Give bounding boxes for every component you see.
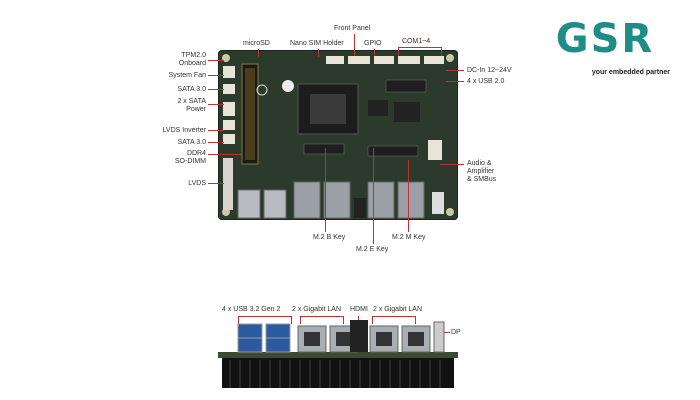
label-front-panel: Front Panel <box>334 25 371 32</box>
label-gigabit-lan-2: 2 x Gigabit LAN <box>373 306 423 313</box>
label-gigabit-lan-1: 2 x Gigabit LAN <box>292 306 342 313</box>
label-lvds-inverter: LVDS Inverter <box>162 127 206 134</box>
label-com: COM1~4 <box>402 38 431 45</box>
label-ddr4: DDR4 SO-DIMM <box>174 150 206 165</box>
label-m2-b-key: M.2 B Key <box>313 234 346 241</box>
label-sata-2: SATA 3.0 <box>177 139 206 146</box>
side-view-drawing <box>218 320 458 388</box>
label-m2-e-key: M.2 E Key <box>356 246 389 253</box>
label-usb2: 4 x USB 2.0 <box>467 78 505 85</box>
logo-tagline: your embedded partner <box>591 69 670 76</box>
label-gpio: GPIO <box>364 40 382 47</box>
label-system-fan: System Fan <box>168 72 206 79</box>
label-usb-3-2: 4 x USB 3.2 Gen 2 <box>222 306 281 313</box>
label-tpm: TPM2.0 Onboard <box>178 52 206 67</box>
label-sata-1: SATA 3.0 <box>177 86 206 93</box>
label-microsd: microSD <box>243 40 270 47</box>
label-dp: DP <box>451 329 461 336</box>
label-lvds: LVDS <box>188 180 206 187</box>
label-m2-m-key: M.2 M Key <box>392 234 426 241</box>
label-hdmi: HDMI <box>350 306 368 313</box>
label-nano-sim: Nano SIM Holder <box>290 40 344 47</box>
gsr-logo: GSR your embedded partner <box>540 14 670 84</box>
label-dc-in: DC-In 12~24V <box>467 67 512 74</box>
motherboard-side-view <box>218 314 458 390</box>
board-components <box>222 54 454 219</box>
motherboard-top-view <box>218 50 458 220</box>
logo-text: GSR <box>555 16 655 62</box>
label-sata-power: 2 x SATA Power <box>177 98 206 113</box>
label-audio: Audio & Amplifier & SMBus <box>467 160 497 183</box>
